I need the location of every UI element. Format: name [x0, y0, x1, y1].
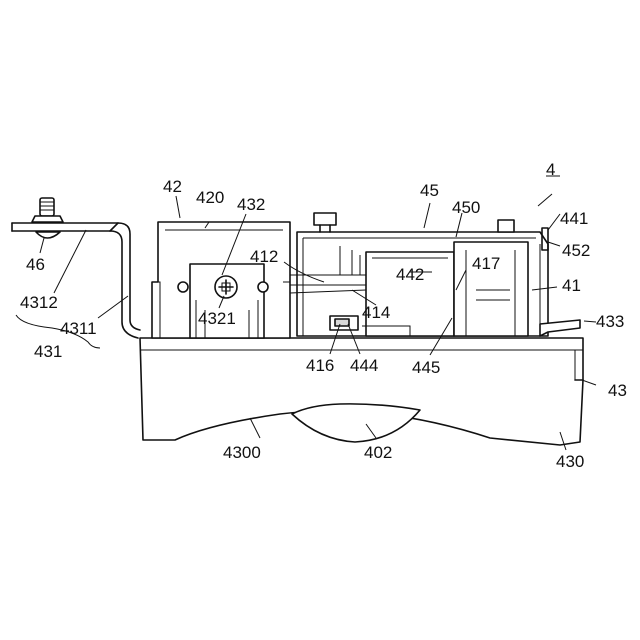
dome-402 [292, 404, 420, 442]
label-45: 45 [420, 181, 439, 200]
label-41: 41 [562, 276, 581, 295]
label-417: 417 [472, 254, 500, 273]
label-441: 441 [560, 209, 588, 228]
label-46: 46 [26, 255, 45, 274]
label-420: 420 [196, 188, 224, 207]
label-412: 412 [250, 247, 278, 266]
label-416: 416 [306, 356, 334, 375]
label-402: 402 [364, 443, 392, 462]
label-414: 414 [362, 303, 390, 322]
label-442: 442 [396, 265, 424, 284]
label-43: 43 [608, 381, 627, 400]
label-42: 42 [163, 177, 182, 196]
label-4321: 4321 [198, 309, 236, 328]
label-445: 445 [412, 358, 440, 377]
label-430: 430 [556, 452, 584, 471]
screw-46 [32, 198, 63, 238]
label-452: 452 [562, 241, 590, 260]
label-444: 444 [350, 356, 378, 375]
label-4300: 4300 [223, 443, 261, 462]
label-432: 432 [237, 195, 265, 214]
label-433: 433 [596, 312, 624, 331]
label-431: 431 [34, 342, 62, 361]
label-450: 450 [452, 198, 480, 217]
label-4311: 4311 [60, 319, 97, 338]
label-4: 4 [546, 160, 555, 179]
label-4312: 4312 [20, 293, 58, 312]
